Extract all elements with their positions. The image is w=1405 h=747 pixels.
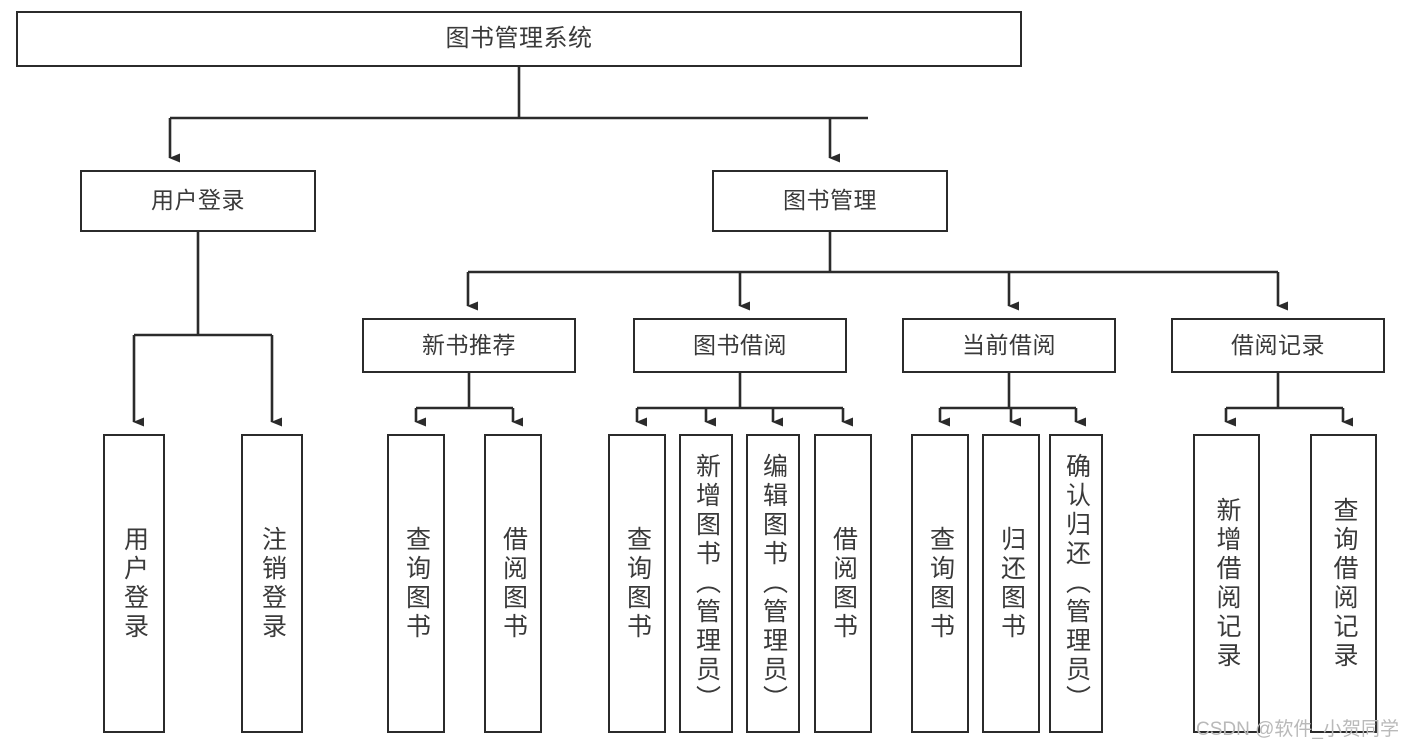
node-label: 新增图书（管理员） [692, 453, 721, 714]
node-label: 借阅图书 [829, 525, 858, 642]
node-label: 当前借阅 [962, 331, 1056, 358]
leaf-node-query-book-current[interactable]: 查询图书 [911, 434, 969, 733]
edge-newbook-to-leaves [414, 373, 523, 427]
node-label: 查询图书 [926, 525, 955, 642]
node-user-login[interactable]: 用户登录 [80, 170, 316, 232]
csdn-watermark: CSDN @软件_小贺同学 [1196, 719, 1399, 740]
node-current-borrowing[interactable]: 当前借阅 [902, 318, 1116, 373]
node-label: 编辑图书（管理员） [759, 453, 788, 714]
node-label: 确认归还（管理员） [1062, 453, 1091, 714]
node-label: 查询图书 [402, 525, 431, 642]
leaf-node-confirm-return-admin[interactable]: 确认归还（管理员） [1049, 434, 1103, 733]
node-label: 查询图书 [623, 525, 652, 642]
node-label: 注销登录 [258, 525, 287, 642]
node-root-book-management-system[interactable]: 图书管理系统 [16, 11, 1022, 67]
leaf-node-borrow-book-recommendation[interactable]: 借阅图书 [484, 434, 542, 733]
node-book-management[interactable]: 图书管理 [712, 170, 948, 232]
leaf-node-edit-book-admin[interactable]: 编辑图书（管理员） [746, 434, 800, 733]
leaf-node-borrow-book-borrowing[interactable]: 借阅图书 [814, 434, 872, 733]
leaf-node-query-book-recommendation[interactable]: 查询图书 [387, 434, 445, 733]
node-label: 用户登录 [151, 187, 245, 214]
leaf-node-add-book-admin[interactable]: 新增图书（管理员） [679, 434, 733, 733]
leaf-node-return-book[interactable]: 归还图书 [982, 434, 1040, 733]
node-book-borrowing[interactable]: 图书借阅 [633, 318, 847, 373]
node-label: 图书借阅 [693, 331, 787, 358]
leaf-node-add-borrow-record[interactable]: 新增借阅记录 [1193, 434, 1260, 733]
node-label: 查询借阅记录 [1330, 496, 1358, 671]
edge-root-to-level2 [168, 67, 868, 163]
node-label: 新增借阅记录 [1213, 496, 1241, 671]
leaf-node-user-login[interactable]: 用户登录 [103, 434, 165, 733]
node-label: 归还图书 [997, 525, 1026, 642]
leaf-node-query-book-borrowing[interactable]: 查询图书 [608, 434, 666, 733]
node-label: 借阅图书 [499, 525, 528, 642]
node-label: 图书管理 [783, 187, 877, 214]
edge-userlogin-to-leaves [132, 232, 282, 427]
edge-bookborrow-to-leaves [635, 373, 853, 427]
node-label: 用户登录 [120, 525, 149, 642]
node-new-book-recommendation[interactable]: 新书推荐 [362, 318, 576, 373]
edge-bookmanage-to-level3 [466, 232, 1288, 311]
leaf-node-logout-login[interactable]: 注销登录 [241, 434, 303, 733]
leaf-node-query-borrow-record[interactable]: 查询借阅记录 [1310, 434, 1377, 733]
node-label: 图书管理系统 [445, 24, 593, 52]
edge-borrowrecord-to-leaves [1224, 373, 1353, 427]
node-borrow-records[interactable]: 借阅记录 [1171, 318, 1385, 373]
edge-currentborrow-to-leaves [938, 373, 1086, 427]
node-label: 新书推荐 [422, 331, 516, 358]
node-label: 借阅记录 [1231, 331, 1325, 358]
